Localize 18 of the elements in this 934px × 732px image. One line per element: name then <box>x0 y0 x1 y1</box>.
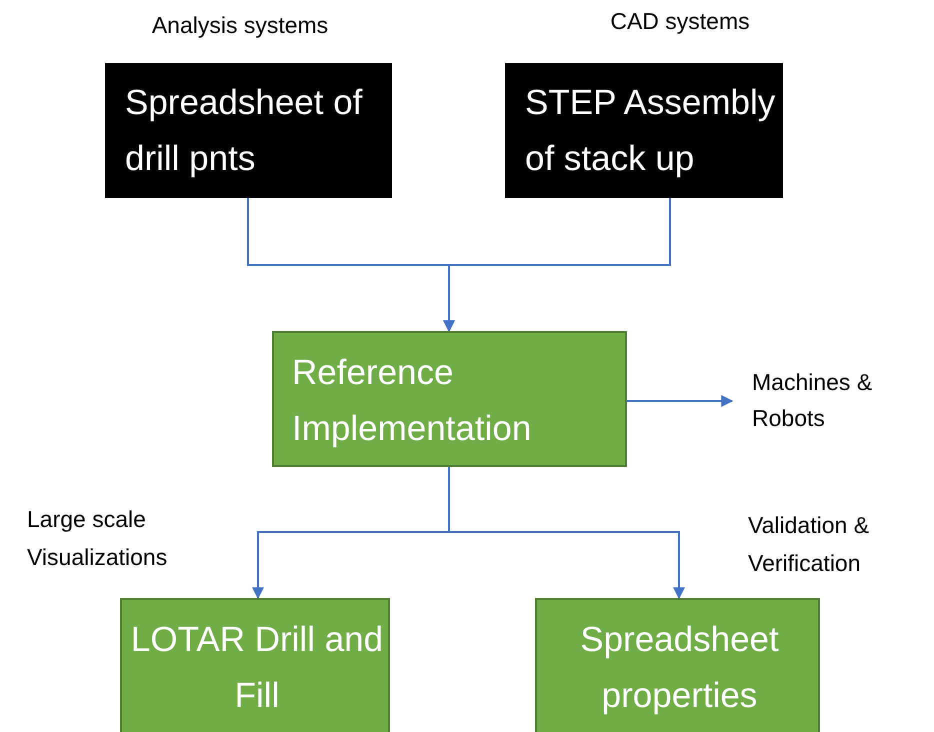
system-label: Analysis systems <box>150 11 330 40</box>
process-box <box>535 598 820 732</box>
system-label: CAD systems <box>609 7 751 36</box>
arrow <box>627 395 734 407</box>
process-box <box>272 331 627 467</box>
system-label: Large scale Visualizations <box>27 505 168 572</box>
box-label: LOTAR Drill and Fill <box>130 619 384 717</box>
box-label: Spreadsheet properties <box>579 619 780 717</box>
source-box <box>105 63 392 198</box>
source-box <box>505 63 783 198</box>
process-box <box>120 598 390 732</box>
arrow <box>448 467 685 600</box>
output-label: Machines & Robots <box>752 368 874 433</box>
box-label: Spreadsheet of drill pnts <box>125 82 364 180</box>
system-label: Validation & Verification <box>748 511 870 578</box>
box-label: STEP Assembly of stack up <box>525 82 776 180</box>
box-label: Reference Implementation <box>292 352 532 450</box>
arrow <box>443 198 671 332</box>
